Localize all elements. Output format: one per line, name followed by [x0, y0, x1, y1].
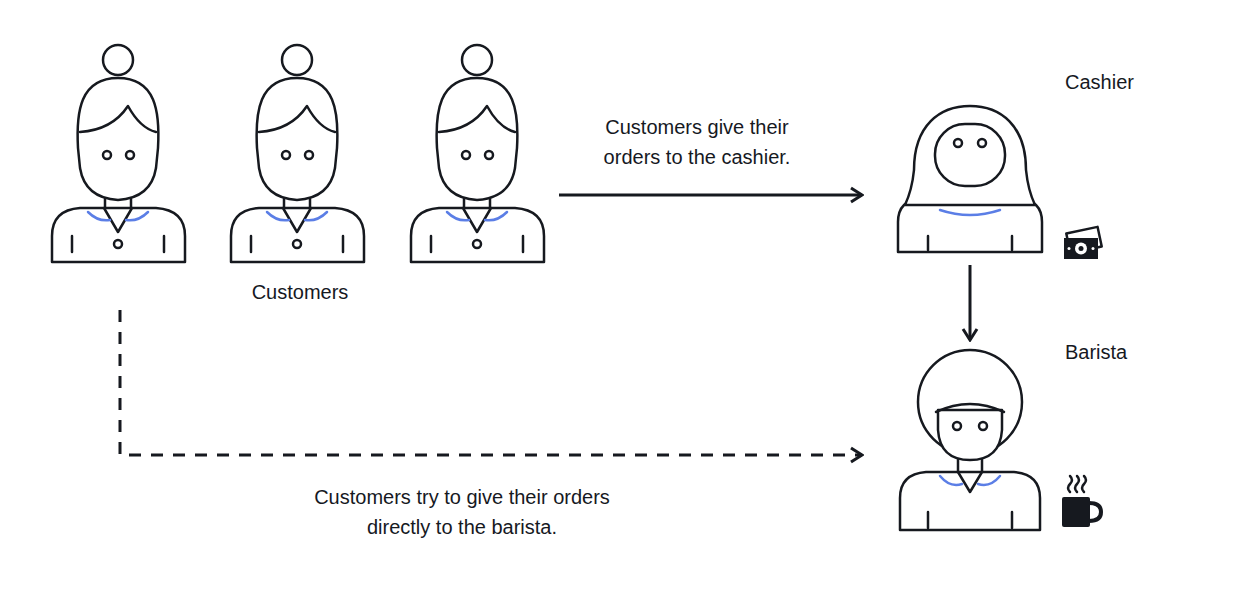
money-icon [1064, 238, 1098, 259]
money-icon [1092, 247, 1095, 250]
barista-figure [958, 472, 982, 492]
coffee-icon [1082, 476, 1086, 492]
money-icon [1068, 247, 1071, 250]
coffee-icon [1089, 503, 1101, 521]
cashier-node: Cashier [862, 70, 1147, 265]
customers-group: Customers [45, 30, 559, 310]
barista-node: Barista [862, 340, 1147, 535]
cashier-figure [954, 139, 962, 147]
edge-label: Customers give their orders to the cashi… [577, 112, 817, 172]
customer-figure [231, 45, 364, 262]
cashier-figure [905, 106, 1035, 205]
coffee-icon [1062, 476, 1101, 527]
money-icon [1064, 227, 1102, 259]
node-label: Customers [45, 280, 555, 304]
dashed-arrow [120, 310, 862, 455]
flow-arrow [969, 265, 972, 340]
customer-figure [411, 45, 544, 262]
barista-figure [928, 512, 1012, 528]
barista-figure [953, 422, 961, 430]
barista-figure [938, 410, 1002, 460]
cashier-figure [978, 139, 986, 147]
cashier-figure [928, 236, 1012, 250]
money-icon [1075, 243, 1087, 255]
barista-figure [900, 350, 1040, 530]
node-label: Cashier [1065, 70, 1134, 94]
barista-figure [936, 404, 1004, 412]
cashier-figure [898, 106, 1042, 252]
coffee-icon [1075, 476, 1079, 492]
coffee-icon [1068, 476, 1072, 492]
customer-figure [52, 45, 185, 262]
flow-arrow [559, 194, 862, 197]
barista-figure [979, 422, 987, 430]
cashier-figure [940, 210, 1000, 215]
money-icon [1079, 246, 1084, 251]
barista-figure [900, 472, 1040, 530]
edge-label: Customers try to give their orders direc… [307, 482, 617, 542]
cashier-figure [935, 124, 1005, 186]
coffee-icon [1062, 497, 1090, 527]
node-label: Barista [1065, 340, 1127, 364]
barista-figure [940, 476, 1000, 485]
